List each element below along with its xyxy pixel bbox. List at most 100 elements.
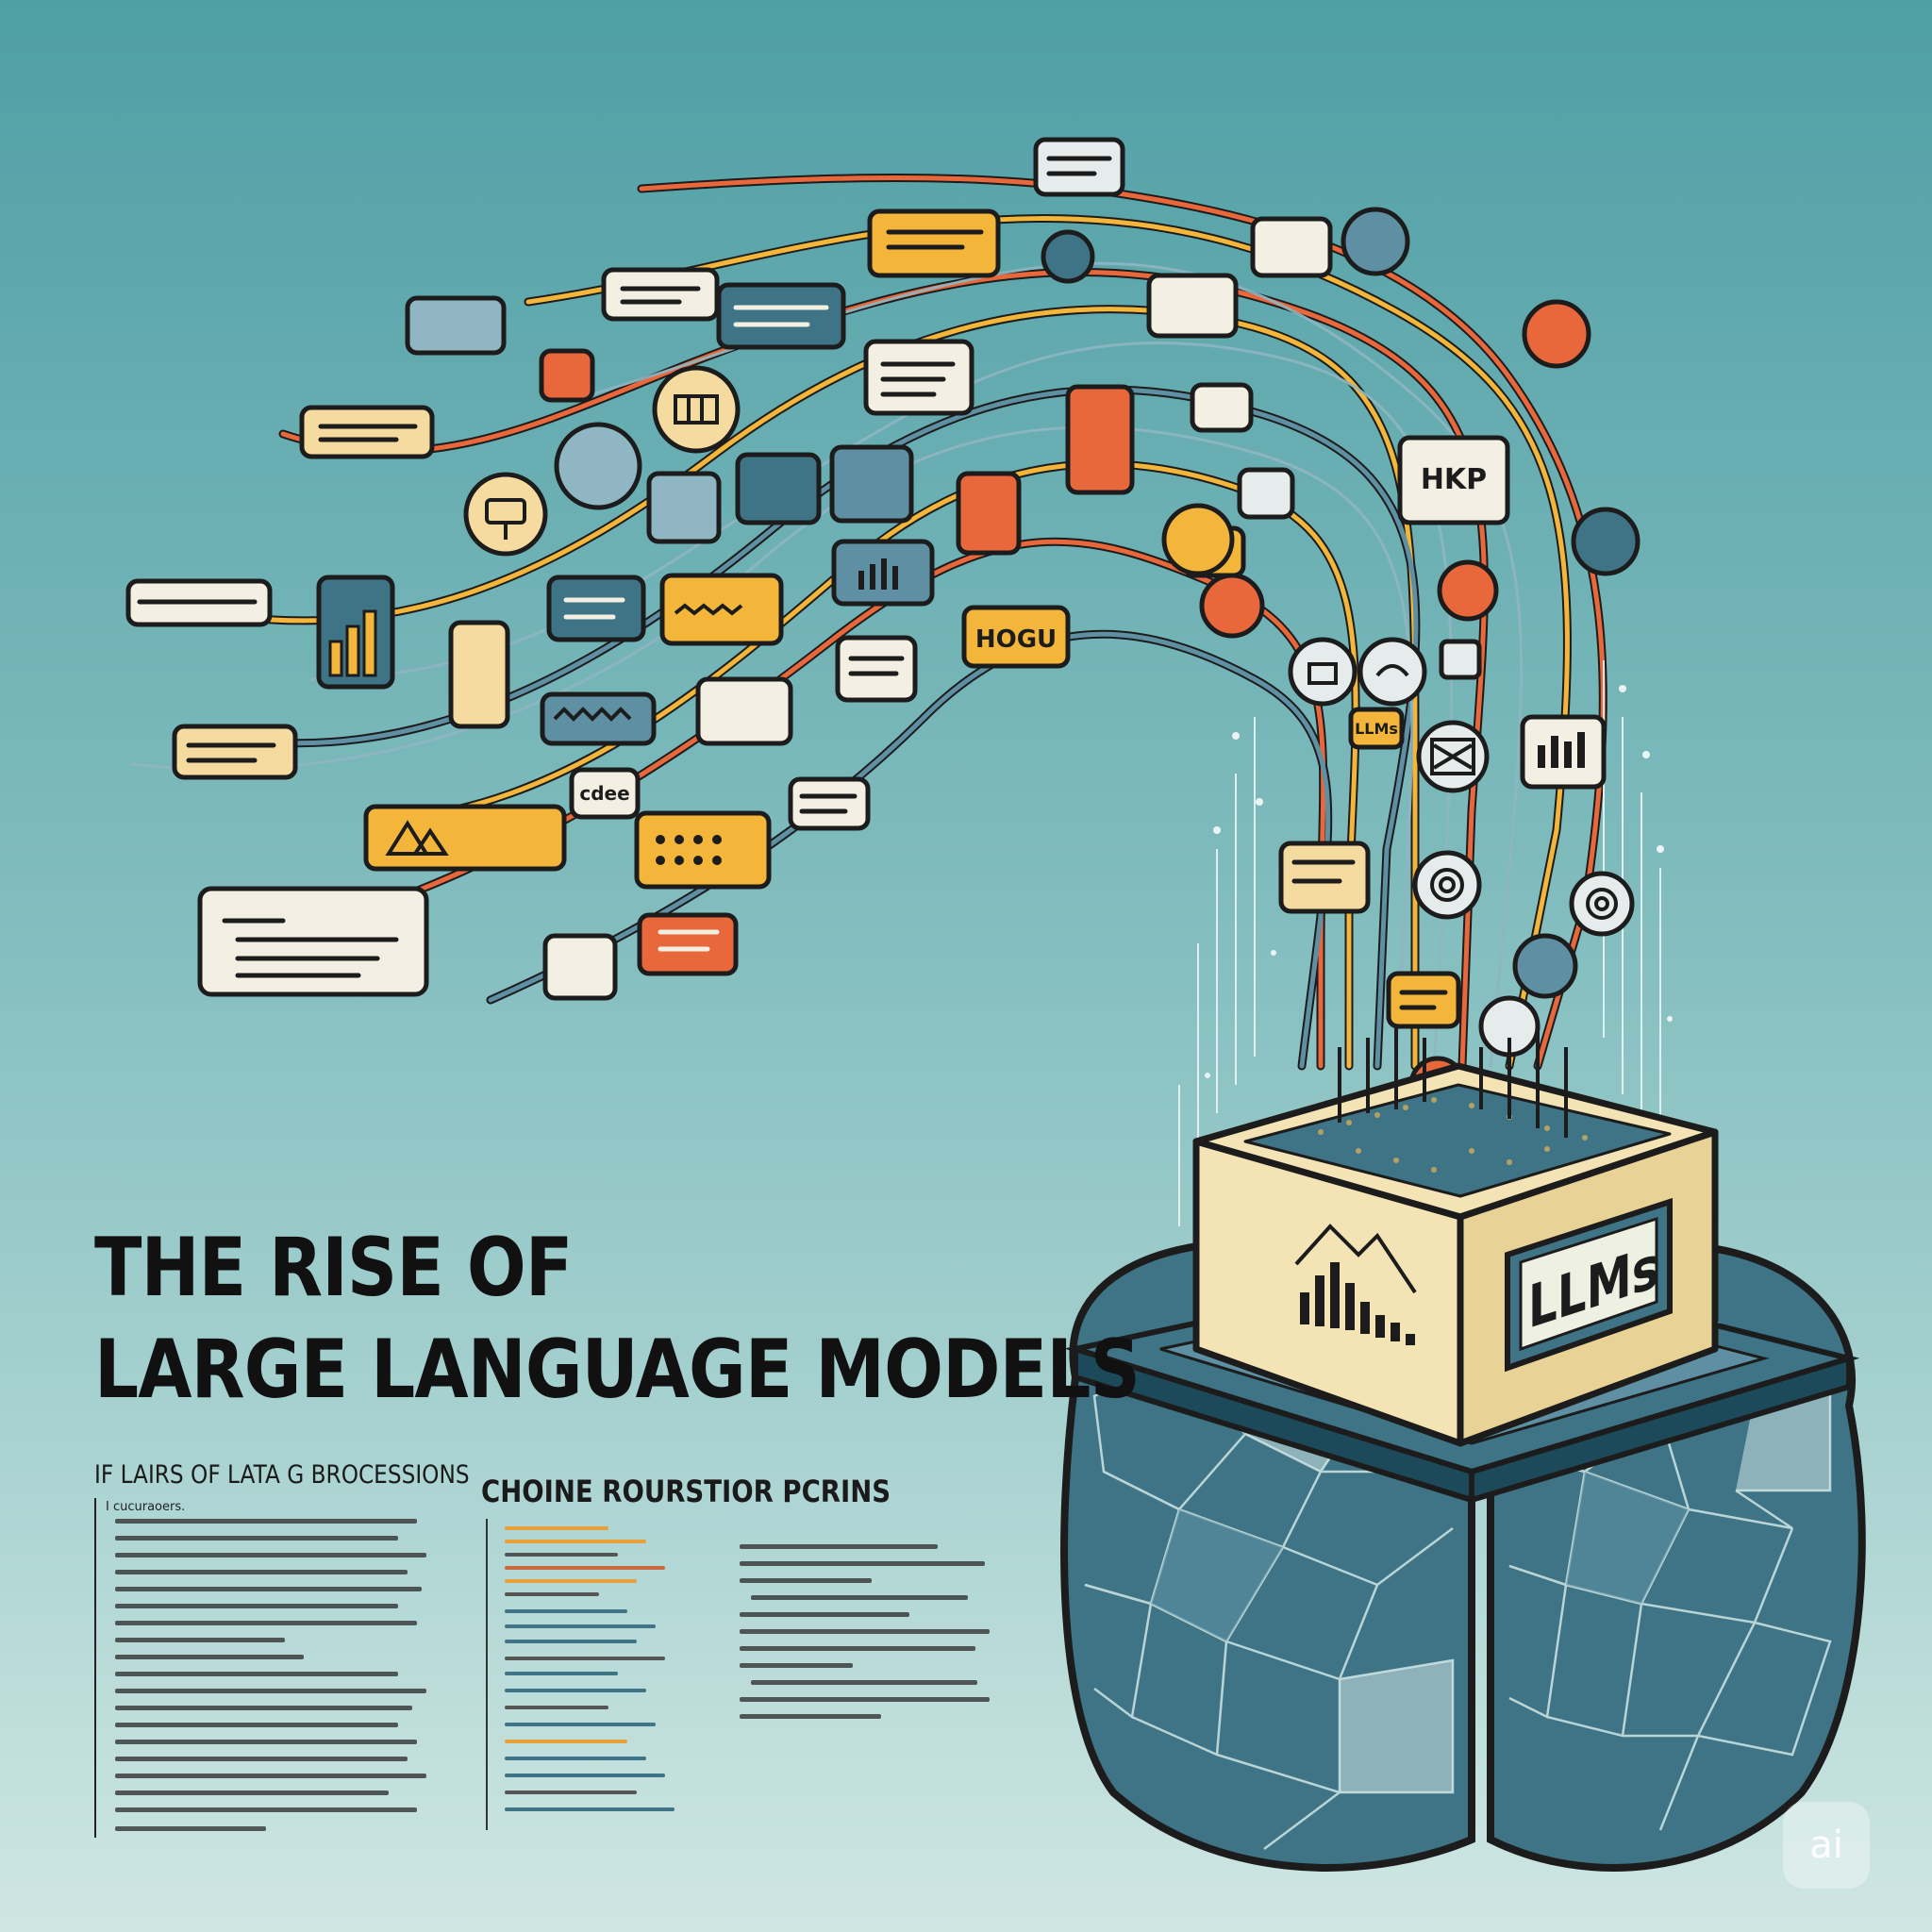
code-line bbox=[505, 1807, 675, 1811]
cube-inflow-lines bbox=[1338, 1028, 1568, 1138]
left-column-lead: I cucuraoers. bbox=[106, 1500, 186, 1514]
circuit-traces bbox=[1178, 660, 1661, 1226]
code-line bbox=[505, 1609, 627, 1613]
text-line bbox=[751, 1680, 977, 1685]
right-text-column bbox=[736, 1542, 1000, 1722]
text-line bbox=[115, 1826, 266, 1831]
left-text-column: I cucuraoers. bbox=[94, 1498, 436, 1838]
bar-icons bbox=[328, 609, 377, 677]
wave-icons bbox=[553, 603, 743, 722]
node-film bbox=[652, 365, 741, 454]
code-line bbox=[505, 1790, 637, 1794]
node-camera bbox=[1041, 229, 1095, 284]
card-white-lines bbox=[563, 305, 829, 952]
text-line bbox=[740, 1629, 990, 1634]
card-lightbulb bbox=[448, 620, 510, 729]
chip-cdee-label: cdee bbox=[579, 782, 629, 805]
subhead-left: IF LAIRS OF LATA G BROCESSIONS bbox=[94, 1460, 470, 1490]
text-line bbox=[740, 1663, 853, 1668]
text-line bbox=[115, 1519, 417, 1524]
card-bag-dark bbox=[1237, 467, 1295, 520]
code-line bbox=[505, 1740, 627, 1743]
code-line bbox=[505, 1689, 646, 1692]
text-line bbox=[115, 1723, 398, 1727]
cube-trend-chart bbox=[1294, 1224, 1417, 1345]
node-music bbox=[1522, 299, 1591, 369]
code-line bbox=[505, 1774, 665, 1777]
card-bars-right bbox=[1520, 714, 1607, 790]
code-line bbox=[505, 1672, 618, 1675]
card-text-top-left bbox=[601, 267, 720, 322]
text-line bbox=[115, 1790, 389, 1795]
card-yellow-top bbox=[867, 208, 1001, 278]
card-orange-tall bbox=[1065, 384, 1135, 495]
sparkle-dots bbox=[1205, 685, 1673, 1078]
text-line bbox=[115, 1740, 417, 1744]
code-line bbox=[505, 1757, 646, 1760]
card-text-lower bbox=[788, 776, 871, 831]
ai-watermark-badge: ai bbox=[1783, 1802, 1870, 1889]
chip-labels: HOGU LLMs HKP cdee bbox=[579, 463, 1487, 805]
code-line bbox=[505, 1540, 646, 1543]
code-line bbox=[505, 1640, 637, 1643]
node-gear bbox=[1412, 850, 1482, 920]
text-line bbox=[115, 1706, 412, 1710]
text-line bbox=[740, 1714, 881, 1719]
card-orange-doc bbox=[956, 471, 1022, 556]
chip-llms-label: LLMs bbox=[1355, 720, 1398, 738]
text-line bbox=[115, 1638, 285, 1642]
node-bird bbox=[1341, 207, 1410, 276]
card-monitor bbox=[1397, 435, 1510, 525]
card-wave-yellow bbox=[659, 573, 784, 646]
info-cards bbox=[125, 137, 1607, 1029]
cube-label-panel: LLMs bbox=[1505, 1197, 1673, 1373]
text-line bbox=[115, 1689, 426, 1693]
node-sync bbox=[1512, 933, 1578, 999]
text-line bbox=[740, 1544, 938, 1549]
text-line bbox=[115, 1672, 398, 1676]
text-line bbox=[115, 1553, 426, 1557]
code-line bbox=[505, 1657, 665, 1660]
card-text-lines bbox=[137, 156, 1448, 1010]
text-line bbox=[115, 1536, 398, 1541]
node-chart bbox=[1161, 503, 1235, 576]
code-line bbox=[505, 1526, 608, 1530]
card-blue-lines bbox=[716, 282, 846, 350]
text-line bbox=[115, 1757, 408, 1761]
card-dark-square bbox=[735, 452, 822, 525]
title-line-1: THE RISE OF bbox=[94, 1221, 573, 1315]
card-orange-lower bbox=[637, 912, 739, 976]
node-target bbox=[1569, 871, 1635, 937]
text-line bbox=[115, 1621, 417, 1625]
dots-grid-icon bbox=[656, 835, 722, 865]
node-loop bbox=[1357, 637, 1427, 707]
text-line bbox=[740, 1646, 975, 1651]
node-orange-a bbox=[1199, 573, 1265, 639]
warning-icon bbox=[385, 820, 449, 856]
card-text-mid bbox=[835, 635, 918, 703]
card-yellow-stack bbox=[1386, 971, 1461, 1029]
code-line bbox=[505, 1566, 665, 1570]
round-nodes bbox=[463, 207, 1641, 1114]
text-line bbox=[740, 1561, 985, 1566]
card-dots-yellow bbox=[634, 810, 772, 890]
chip-hogu-label: HOGU bbox=[975, 625, 1057, 654]
card-small-right bbox=[1190, 382, 1254, 433]
node-blue-right bbox=[1571, 507, 1641, 576]
code-line bbox=[505, 1706, 608, 1709]
text-line bbox=[115, 1604, 398, 1608]
chip-hmp-label: HKP bbox=[1421, 463, 1487, 496]
card-text-cream-mid bbox=[299, 405, 435, 459]
card-text-yellow-small bbox=[172, 724, 298, 780]
card-hogu bbox=[961, 605, 1071, 669]
card-box-icon bbox=[646, 471, 722, 544]
code-line bbox=[505, 1624, 656, 1628]
card-music bbox=[695, 676, 793, 746]
node-robot bbox=[463, 472, 548, 557]
card-grey-small bbox=[1439, 639, 1482, 680]
card-wave-blue bbox=[540, 691, 657, 746]
subhead-mid: CHOINE ROURSTIOR PCRINS bbox=[481, 1474, 891, 1509]
card-cream-topmost bbox=[1033, 137, 1125, 197]
card-arrow-orange bbox=[539, 348, 595, 403]
code-line bbox=[505, 1553, 618, 1557]
